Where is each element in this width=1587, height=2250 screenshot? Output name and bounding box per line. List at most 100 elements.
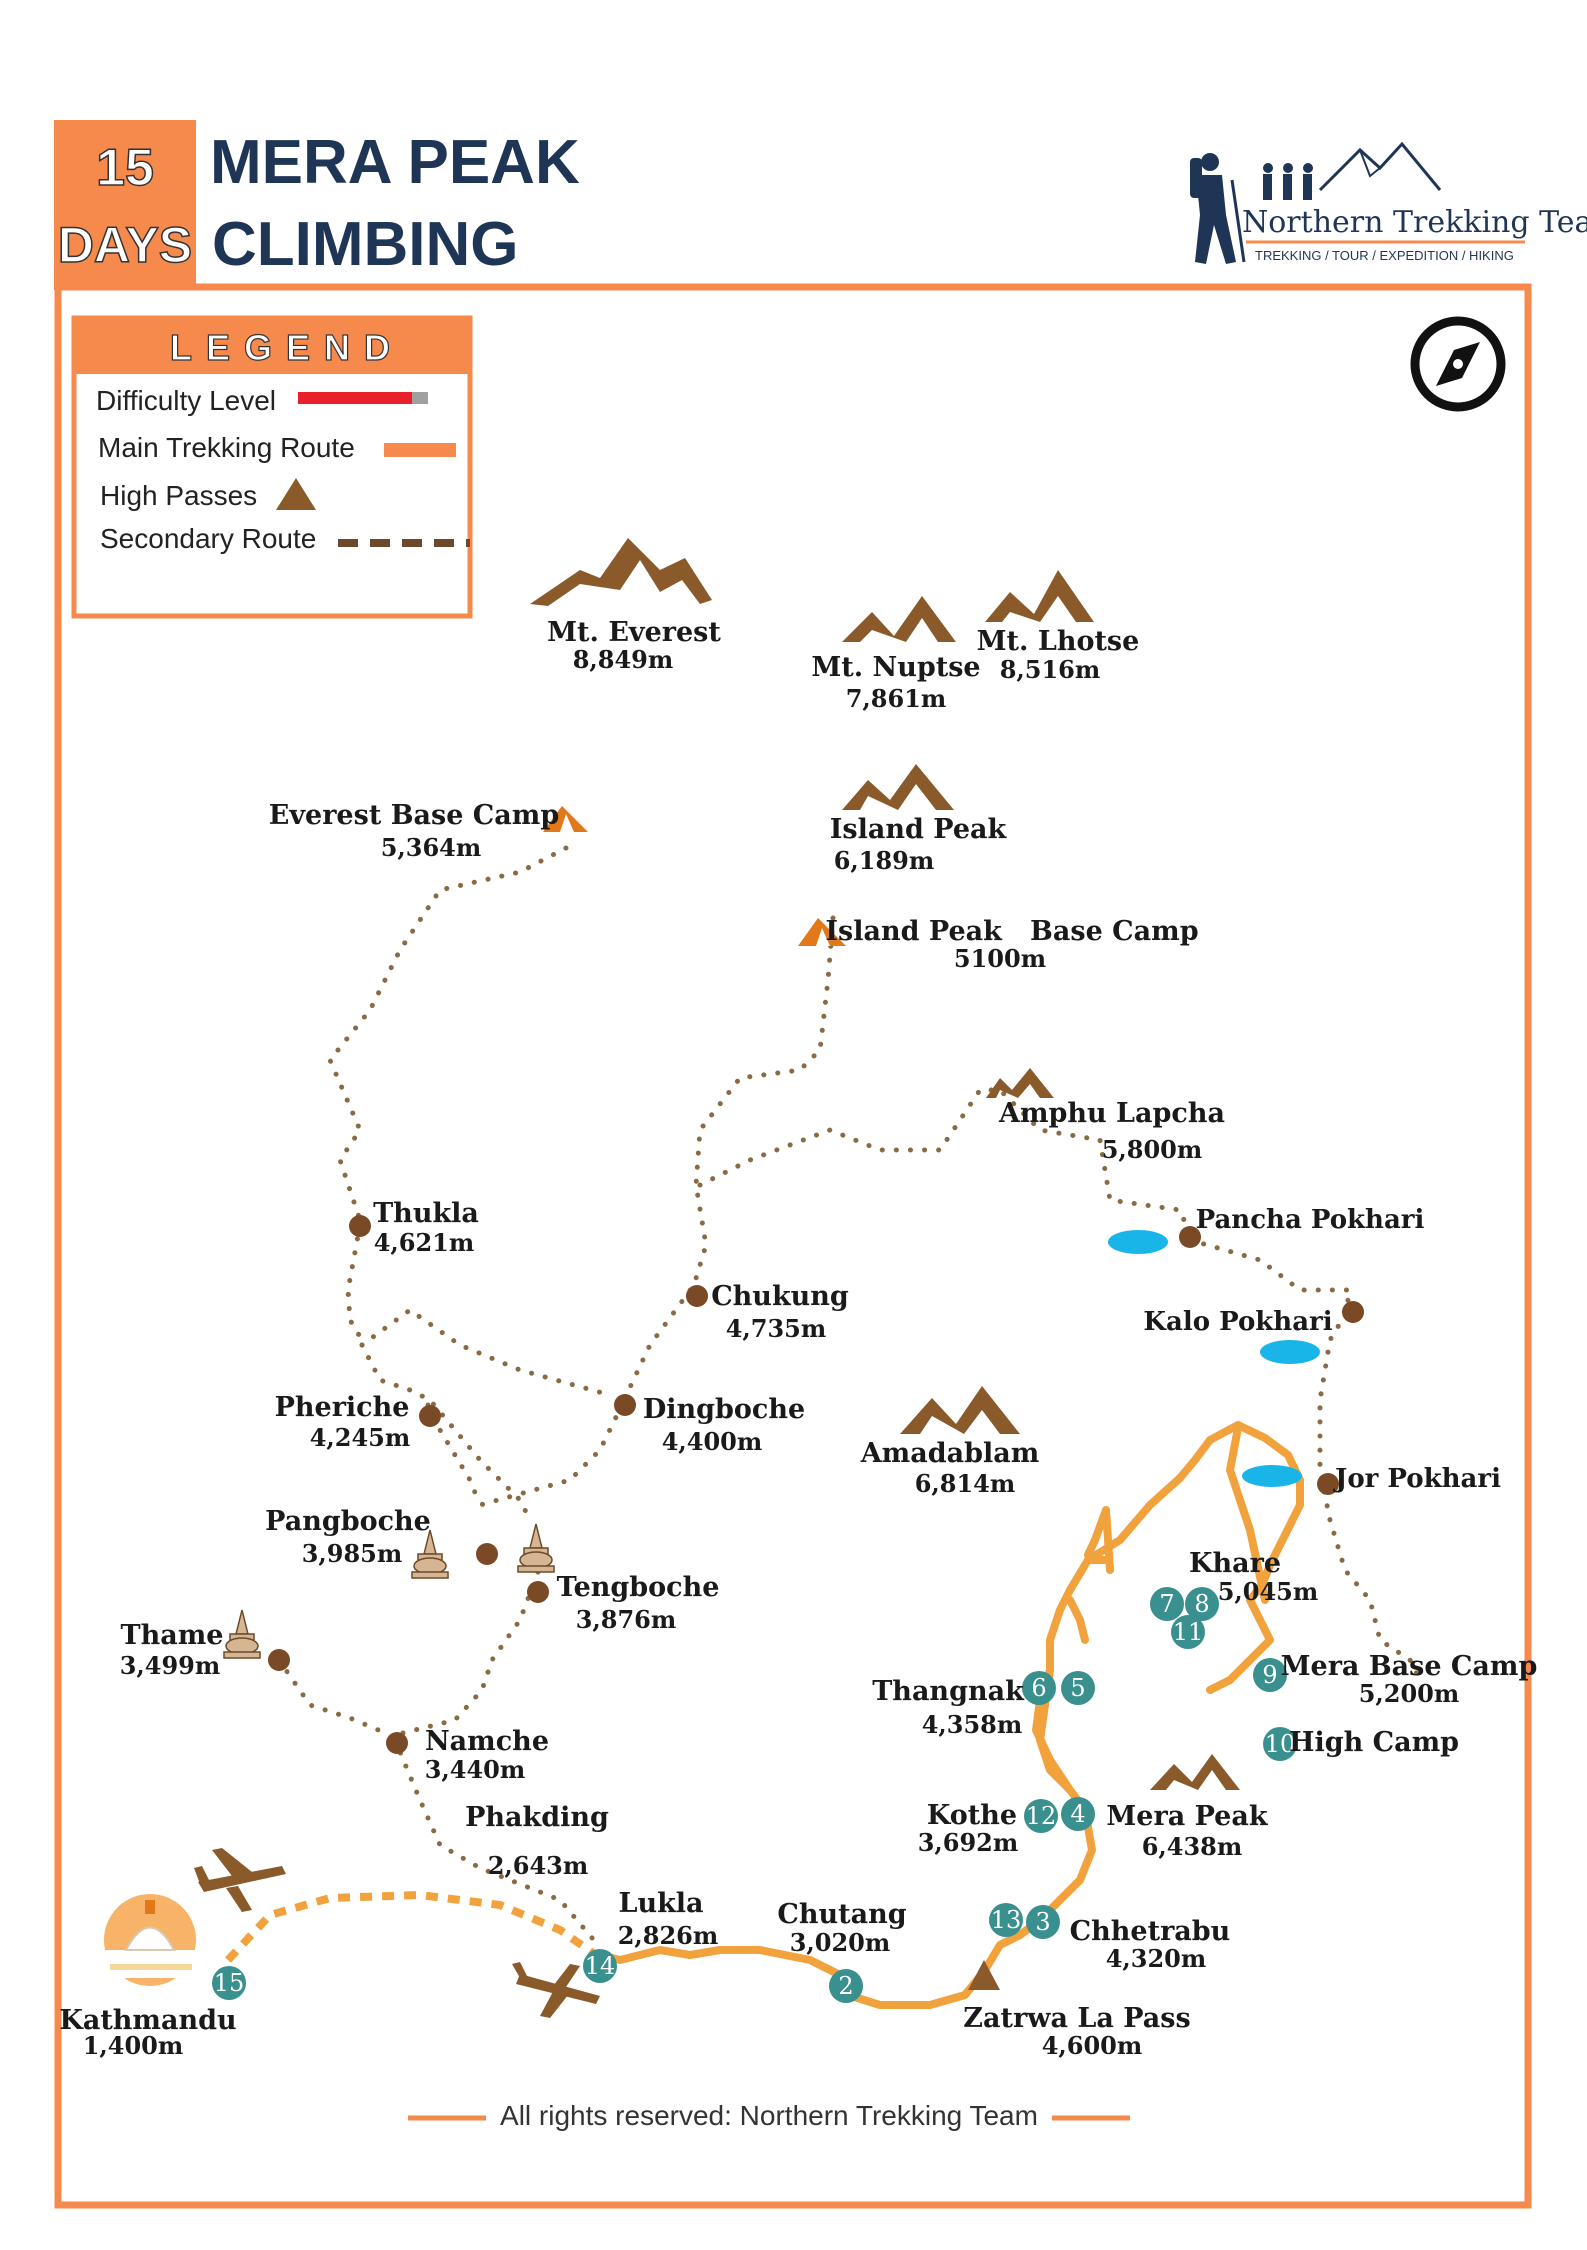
namche-marker [386, 1732, 408, 1754]
svg-text:5: 5 [1070, 1674, 1085, 1702]
map-labels: Mt. Everest 8,849m Mt. Nuptse 7,861m Mt.… [59, 617, 1537, 2060]
kalo-pokhari-lake [1260, 1340, 1320, 1364]
ebc-tent-icon [543, 806, 588, 832]
nuptse-name: Mt. Nuptse [811, 652, 980, 683]
svg-text:3: 3 [1035, 1908, 1050, 1936]
day-marker-3: 3 [1026, 1905, 1060, 1939]
kathmandu-alt: 1,400m [83, 2031, 184, 2060]
everest-mountain-icon [530, 538, 712, 606]
day-marker-14: 14 [583, 1949, 617, 1983]
mera-alt: 6,438m [1142, 1832, 1243, 1861]
pancha-pokhari-lake [1108, 1230, 1168, 1254]
small-hikers-icon [1263, 163, 1313, 200]
svg-text:8: 8 [1194, 1590, 1209, 1618]
logo-name: Northern Trekking Team [1242, 205, 1587, 240]
khare-alt: 5,045m [1218, 1577, 1319, 1606]
amadablam-name: Amadablam [860, 1438, 1040, 1469]
island-peak-mountain-icon [842, 764, 954, 810]
svg-text:13: 13 [991, 1906, 1022, 1934]
chutang-alt: 3,020m [790, 1928, 891, 1957]
tengboche-alt: 3,876m [576, 1605, 677, 1634]
svg-text:12: 12 [1026, 1802, 1057, 1830]
main-route-swatch [384, 443, 456, 457]
pancha-pokhari-marker [1179, 1226, 1201, 1248]
difficulty-bar [298, 392, 412, 404]
pancha-name: Pancha Pokhari [1196, 1205, 1425, 1235]
lhotse-mountain-icon [985, 570, 1094, 622]
flight-route [225, 1890, 603, 1963]
thukla-alt: 4,621m [374, 1228, 475, 1257]
island-name: Island Peak [830, 814, 1008, 845]
hiker-icon [1190, 153, 1246, 264]
amphu-alt: 5,800m [1102, 1135, 1203, 1164]
thukla-name: Thukla [373, 1198, 479, 1229]
zatrwa-name: Zatrwa La Pass [963, 2003, 1190, 2034]
legend-secondary-route-label: Secondary Route [100, 523, 316, 554]
nuptse-alt: 7,861m [846, 684, 947, 713]
plane-icon-top [194, 1848, 286, 1912]
pangboche-marker [476, 1543, 498, 1565]
chukung-name: Chukung [711, 1281, 849, 1312]
day-marker-9: 9 [1253, 1658, 1287, 1692]
ebc-name: Everest Base Camp [269, 800, 559, 831]
phakding-alt: 2,643m [488, 1851, 589, 1880]
compass-icon [1410, 316, 1506, 412]
namche-name: Namche [425, 1726, 549, 1757]
zatrwa-pass-triangle-icon [968, 1960, 1000, 1990]
thangnak-alt: 4,358m [922, 1710, 1023, 1739]
thangnak-name: Thangnak [872, 1676, 1025, 1707]
dingboche-alt: 4,400m [662, 1427, 763, 1456]
footer-copyright: All rights reserved: Northern Trekking T… [500, 2100, 1038, 2131]
day-marker-2: 2 [829, 1969, 863, 2003]
tengboche-stupa-icon [517, 1523, 555, 1573]
thukla-marker [349, 1215, 371, 1237]
svg-text:15: 15 [214, 1969, 245, 1997]
svg-text:14: 14 [585, 1952, 616, 1980]
amphu-name: Amphu Lapcha [998, 1098, 1225, 1129]
day-marker-8: 8 [1185, 1587, 1219, 1621]
tengboche-name: Tengboche [557, 1572, 720, 1603]
plane-icon-bottom [512, 1962, 600, 2018]
kalo-name: Kalo Pokhari [1143, 1307, 1332, 1337]
ipbc-tent-icon [798, 918, 846, 946]
chukung-alt: 4,735m [726, 1314, 827, 1343]
lhotse-alt: 8,516m [1000, 655, 1101, 684]
days-label: DAYS [58, 217, 192, 273]
jor-name: Jor Pokhari [1333, 1464, 1501, 1494]
kalo-pokhari-marker [1342, 1301, 1364, 1323]
jor-pokhari-lake [1242, 1465, 1302, 1487]
chutang-name: Chutang [777, 1899, 906, 1930]
pheriche-marker [419, 1405, 441, 1427]
everest-name: Mt. Everest [547, 617, 721, 648]
page-title-line2: CLIMBING [212, 210, 519, 279]
ipbc-name: Island Peak Base Camp [825, 916, 1198, 947]
svg-text:9: 9 [1262, 1661, 1277, 1689]
chhetrabu-alt: 4,320m [1106, 1944, 1207, 1973]
svg-text:4: 4 [1070, 1800, 1085, 1828]
pangboche-alt: 3,985m [302, 1539, 403, 1568]
day-marker-10: 10 [1263, 1727, 1297, 1761]
zatrwa-alt: 4,600m [1042, 2031, 1143, 2060]
lukla-alt: 2,826m [618, 1921, 719, 1950]
day-marker-11: 11 [1171, 1615, 1205, 1649]
logo-mountains-icon [1318, 141, 1442, 192]
dingboche-marker [614, 1394, 636, 1416]
legend-title: LEGEND [170, 327, 404, 368]
svg-text:7: 7 [1159, 1590, 1174, 1618]
tengboche-marker [527, 1581, 549, 1603]
day-marker-15: 15 [212, 1966, 246, 2000]
amphu-lapcha-pass-icon [986, 1068, 1054, 1098]
day-marker-13: 13 [989, 1903, 1023, 1937]
logo-tagline: TREKKING / TOUR / EXPEDITION / HIKING [1255, 248, 1514, 263]
lukla-name: Lukla [618, 1888, 703, 1919]
day-marker-5: 5 [1061, 1671, 1095, 1705]
day-marker-7: 7 [1150, 1587, 1184, 1621]
everest-alt: 8,849m [573, 645, 674, 674]
pheriche-alt: 4,245m [310, 1423, 411, 1452]
day-marker-4: 4 [1061, 1797, 1095, 1831]
ebc-alt: 5,364m [381, 833, 482, 862]
lhotse-name: Mt. Lhotse [977, 626, 1140, 657]
mera-peak-mountain-icon [1150, 1754, 1240, 1790]
location-markers [268, 1215, 1364, 1754]
